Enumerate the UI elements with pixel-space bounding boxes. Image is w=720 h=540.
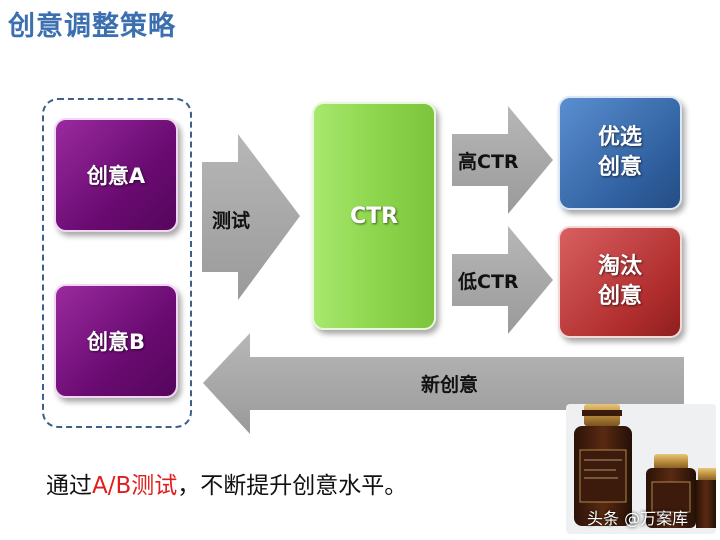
- creative-b-label: 创意B: [86, 330, 145, 354]
- eliminated-creative-box: 淘汰 创意: [558, 226, 682, 338]
- page-title: 创意调整策略: [8, 11, 176, 42]
- new-creative-arrow: [203, 333, 684, 434]
- low-ctr-arrow: [452, 226, 553, 334]
- ctr-box: CTR: [312, 102, 436, 330]
- low-ctr-label: 低CTR: [458, 271, 519, 293]
- eliminated-line1: 淘汰: [597, 254, 642, 279]
- caption-suffix: ，不断提升创意水平。: [177, 473, 408, 499]
- creative-a-box: 创意A: [54, 118, 178, 232]
- high-ctr-label: 高CTR: [458, 151, 519, 173]
- creative-group: [42, 98, 192, 428]
- preferred-creative-box: 优选 创意: [558, 96, 682, 210]
- eliminated-line2: 创意: [597, 284, 642, 309]
- caption-highlight: A/B测试: [92, 473, 178, 499]
- new-creative-label: 新创意: [421, 374, 479, 396]
- caption: 通过A/B测试，不断提升创意水平。: [46, 466, 407, 500]
- test-arrow-label: 测试: [212, 210, 251, 232]
- caption-prefix: 通过: [46, 473, 92, 499]
- ctr-box-label: CTR: [349, 203, 399, 229]
- high-ctr-arrow: [452, 106, 553, 214]
- preferred-line1: 优选: [597, 125, 642, 150]
- creative-a-label: 创意A: [86, 164, 146, 188]
- test-arrow: [202, 134, 300, 300]
- preferred-line2: 创意: [597, 155, 642, 180]
- watermark: 头条 @万案库: [587, 509, 689, 528]
- creative-b-box: 创意B: [54, 284, 178, 398]
- product-image: [566, 404, 716, 534]
